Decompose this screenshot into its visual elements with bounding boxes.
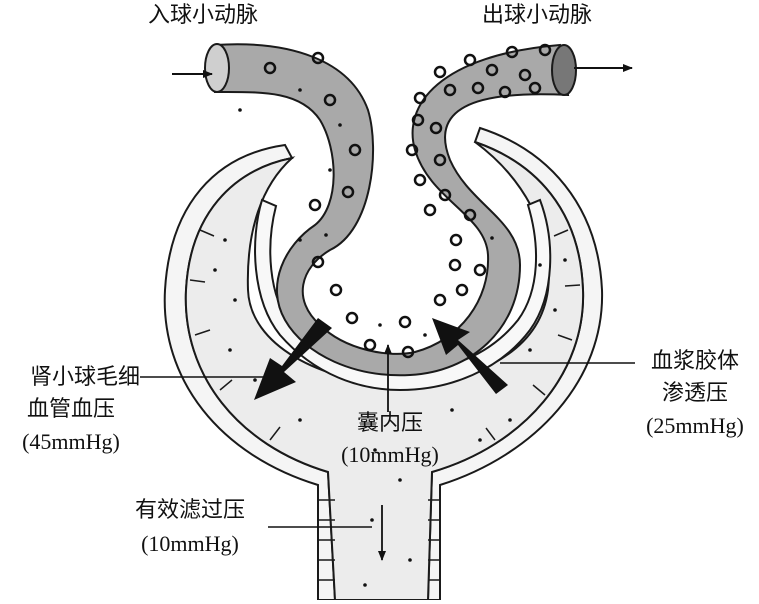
capillary-pressure-label-line1: 肾小球毛细 <box>29 365 140 390</box>
filtrate-dots <box>213 88 567 587</box>
capillary-pressure-arrow <box>254 318 332 400</box>
effective-pressure-value: (10mmHg) <box>141 531 239 556</box>
efferent-arteriole-label: 出球小动脉 <box>482 3 593 28</box>
colloid-pressure-arrow <box>432 318 508 394</box>
colloid-pressure-label-line2: 渗透压 <box>661 381 728 406</box>
blood-cells <box>263 43 552 359</box>
colloid-pressure-label-line1: 血浆胶体 <box>650 349 739 374</box>
capillary-pressure-value: (45mmHg) <box>22 429 120 454</box>
glomerular-capillary <box>214 43 570 377</box>
effective-pressure-label: 有效滤过压 <box>134 498 245 523</box>
colloid-pressure-value: (25mmHg) <box>646 413 744 438</box>
afferent-opening <box>204 43 230 93</box>
afferent-arteriole-label: 入球小动脉 <box>148 3 259 28</box>
capsule-pressure-value: (10mmHg) <box>341 442 439 467</box>
efferent-opening <box>551 44 577 96</box>
capillary-pressure-label-line2: 血管血压 <box>26 397 115 422</box>
capsule-pressure-label: 囊内压 <box>356 411 423 436</box>
tubule-cells <box>189 229 581 581</box>
